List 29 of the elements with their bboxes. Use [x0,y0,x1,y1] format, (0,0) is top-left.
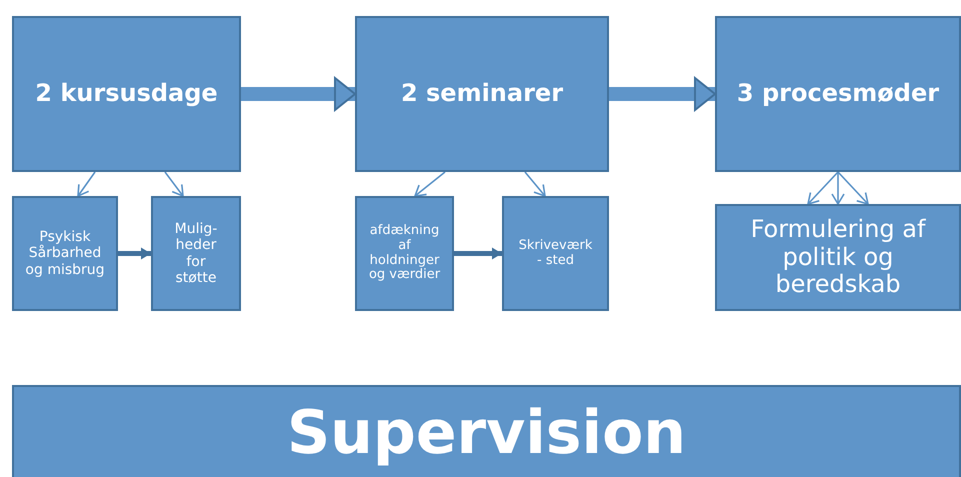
block-arrow [118,248,151,260]
box-text: Psykisk Sårbarhed og misbrug [24,229,106,278]
box-text: 2 kursusdage [35,80,218,108]
process-box [715,204,961,311]
arrow [164,172,184,197]
box-text: Mulig- heder for støtte [174,221,218,286]
process-box [715,16,961,172]
box-text: Formulering af politik og beredskab [750,216,927,299]
box-text: afdækning af holdninger og værdier [368,224,440,284]
box-text: Skriveværk - sted [518,238,594,268]
process-box [12,385,961,477]
block-arrow [454,248,502,260]
box-text: 2 seminarer [400,80,564,108]
process-box [355,16,609,172]
arrow [414,171,446,197]
process-box [502,196,609,311]
process-box [355,196,454,311]
arrow [837,171,869,205]
process-box [151,196,241,311]
arrow [807,171,839,205]
arrow [77,172,96,197]
box-text: Supervision [286,398,686,468]
box-text: 3 procesmøder [736,80,940,108]
arrow [524,171,546,197]
block-arrow [241,77,356,111]
process-box [12,196,118,311]
arrow [831,172,845,205]
process-box [12,16,241,172]
block-arrow [609,77,716,111]
